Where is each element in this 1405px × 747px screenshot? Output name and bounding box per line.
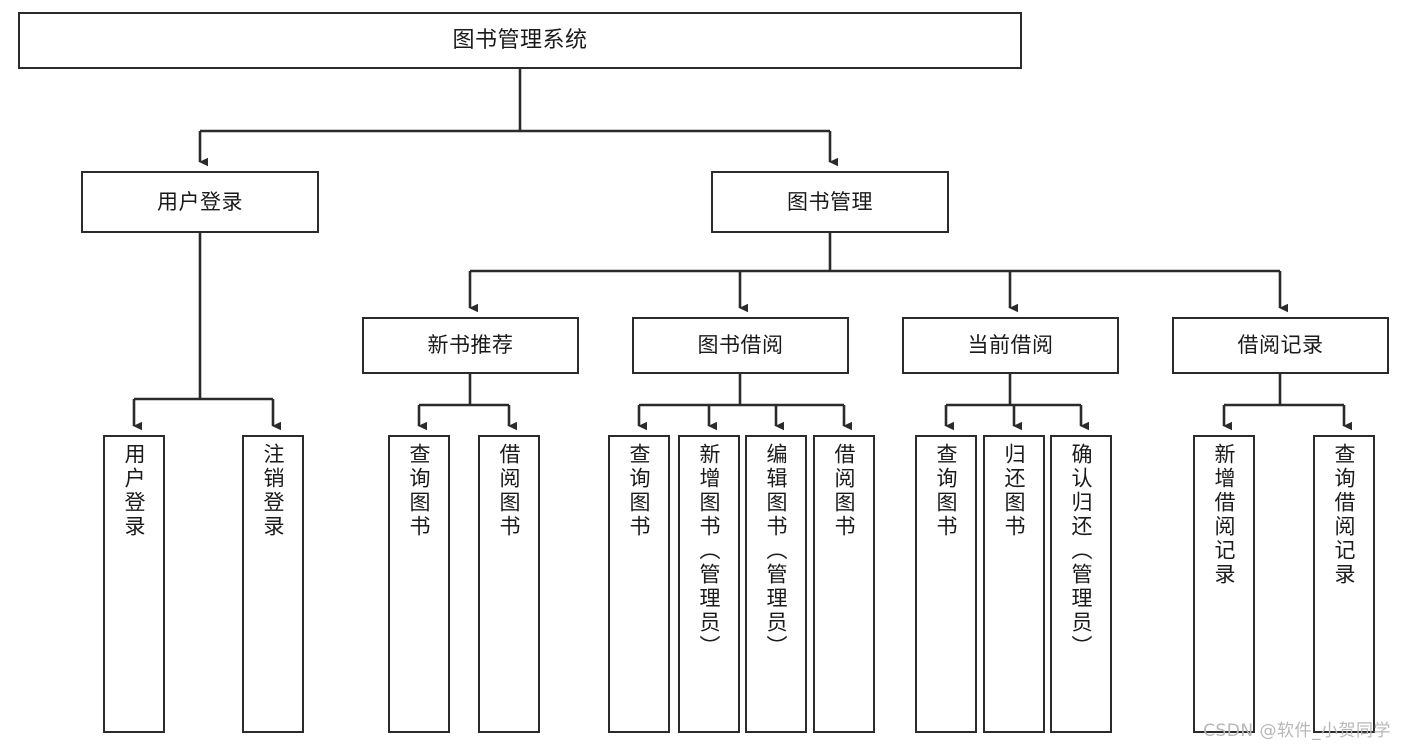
- node-label: 新书推荐: [427, 333, 514, 358]
- node-label: 归还图书: [1002, 443, 1027, 539]
- node-label: 查询图书: [627, 443, 652, 539]
- node-book-management[interactable]: 图书管理: [711, 171, 949, 233]
- leaf-query-book-recommend[interactable]: 查询图书: [388, 435, 450, 733]
- leaf-return-book[interactable]: 归还图书: [983, 435, 1045, 733]
- node-label: 查询图书: [934, 443, 959, 539]
- node-root-system[interactable]: 图书管理系统: [18, 12, 1022, 69]
- edge-user-login-to-leaves: [132, 233, 281, 431]
- leaf-query-book-borrow[interactable]: 查询图书: [608, 435, 670, 733]
- leaf-logout[interactable]: 注销登录: [242, 435, 304, 733]
- node-borrow-record[interactable]: 借阅记录: [1172, 317, 1389, 374]
- node-label: 新增借阅记录: [1212, 443, 1237, 587]
- node-book-borrow[interactable]: 图书借阅: [632, 317, 849, 374]
- node-label: 确认归还（管理员）: [1069, 443, 1094, 659]
- node-current-borrow[interactable]: 当前借阅: [902, 317, 1119, 374]
- edge-current-borrow-to-leaves: [944, 374, 1089, 431]
- node-label: 查询图书: [407, 443, 432, 539]
- leaf-add-book-admin[interactable]: 新增图书（管理员）: [678, 435, 740, 733]
- node-label: 图书管理: [787, 189, 873, 214]
- edge-borrow-record-to-leaves: [1222, 374, 1352, 431]
- leaf-borrow-book-recommend[interactable]: 借阅图书: [478, 435, 540, 733]
- node-label: 借阅记录: [1237, 333, 1324, 358]
- node-new-book-recommend[interactable]: 新书推荐: [362, 317, 579, 374]
- node-label: 用户登录: [122, 443, 147, 539]
- node-label: 借阅图书: [497, 443, 522, 539]
- node-label: 图书借阅: [697, 333, 784, 358]
- leaf-confirm-return-admin[interactable]: 确认归还（管理员）: [1050, 435, 1112, 733]
- node-user-login[interactable]: 用户登录: [81, 171, 319, 233]
- leaf-borrow-book[interactable]: 借阅图书: [813, 435, 875, 733]
- node-label: 注销登录: [261, 443, 286, 539]
- node-label: 当前借阅: [967, 333, 1054, 358]
- edge-borrow-to-leaves: [637, 374, 852, 431]
- node-label: 借阅图书: [832, 443, 857, 539]
- node-label: 编辑图书（管理员）: [764, 443, 789, 659]
- node-label: 图书管理系统: [452, 27, 588, 53]
- node-label: 查询借阅记录: [1332, 443, 1357, 587]
- leaf-query-book-current[interactable]: 查询图书: [915, 435, 977, 733]
- edge-book-mgmt-to-level3: [468, 233, 1288, 313]
- edge-root-to-level2: [198, 69, 838, 167]
- node-label: 新增图书（管理员）: [697, 443, 722, 659]
- leaf-edit-book-admin[interactable]: 编辑图书（管理员）: [745, 435, 807, 733]
- node-label: 用户登录: [157, 189, 243, 214]
- edge-new-book-to-leaves: [417, 374, 517, 431]
- leaf-query-borrow-record[interactable]: 查询借阅记录: [1313, 435, 1375, 733]
- leaf-user-login[interactable]: 用户登录: [103, 435, 165, 733]
- leaf-add-borrow-record[interactable]: 新增借阅记录: [1193, 435, 1255, 733]
